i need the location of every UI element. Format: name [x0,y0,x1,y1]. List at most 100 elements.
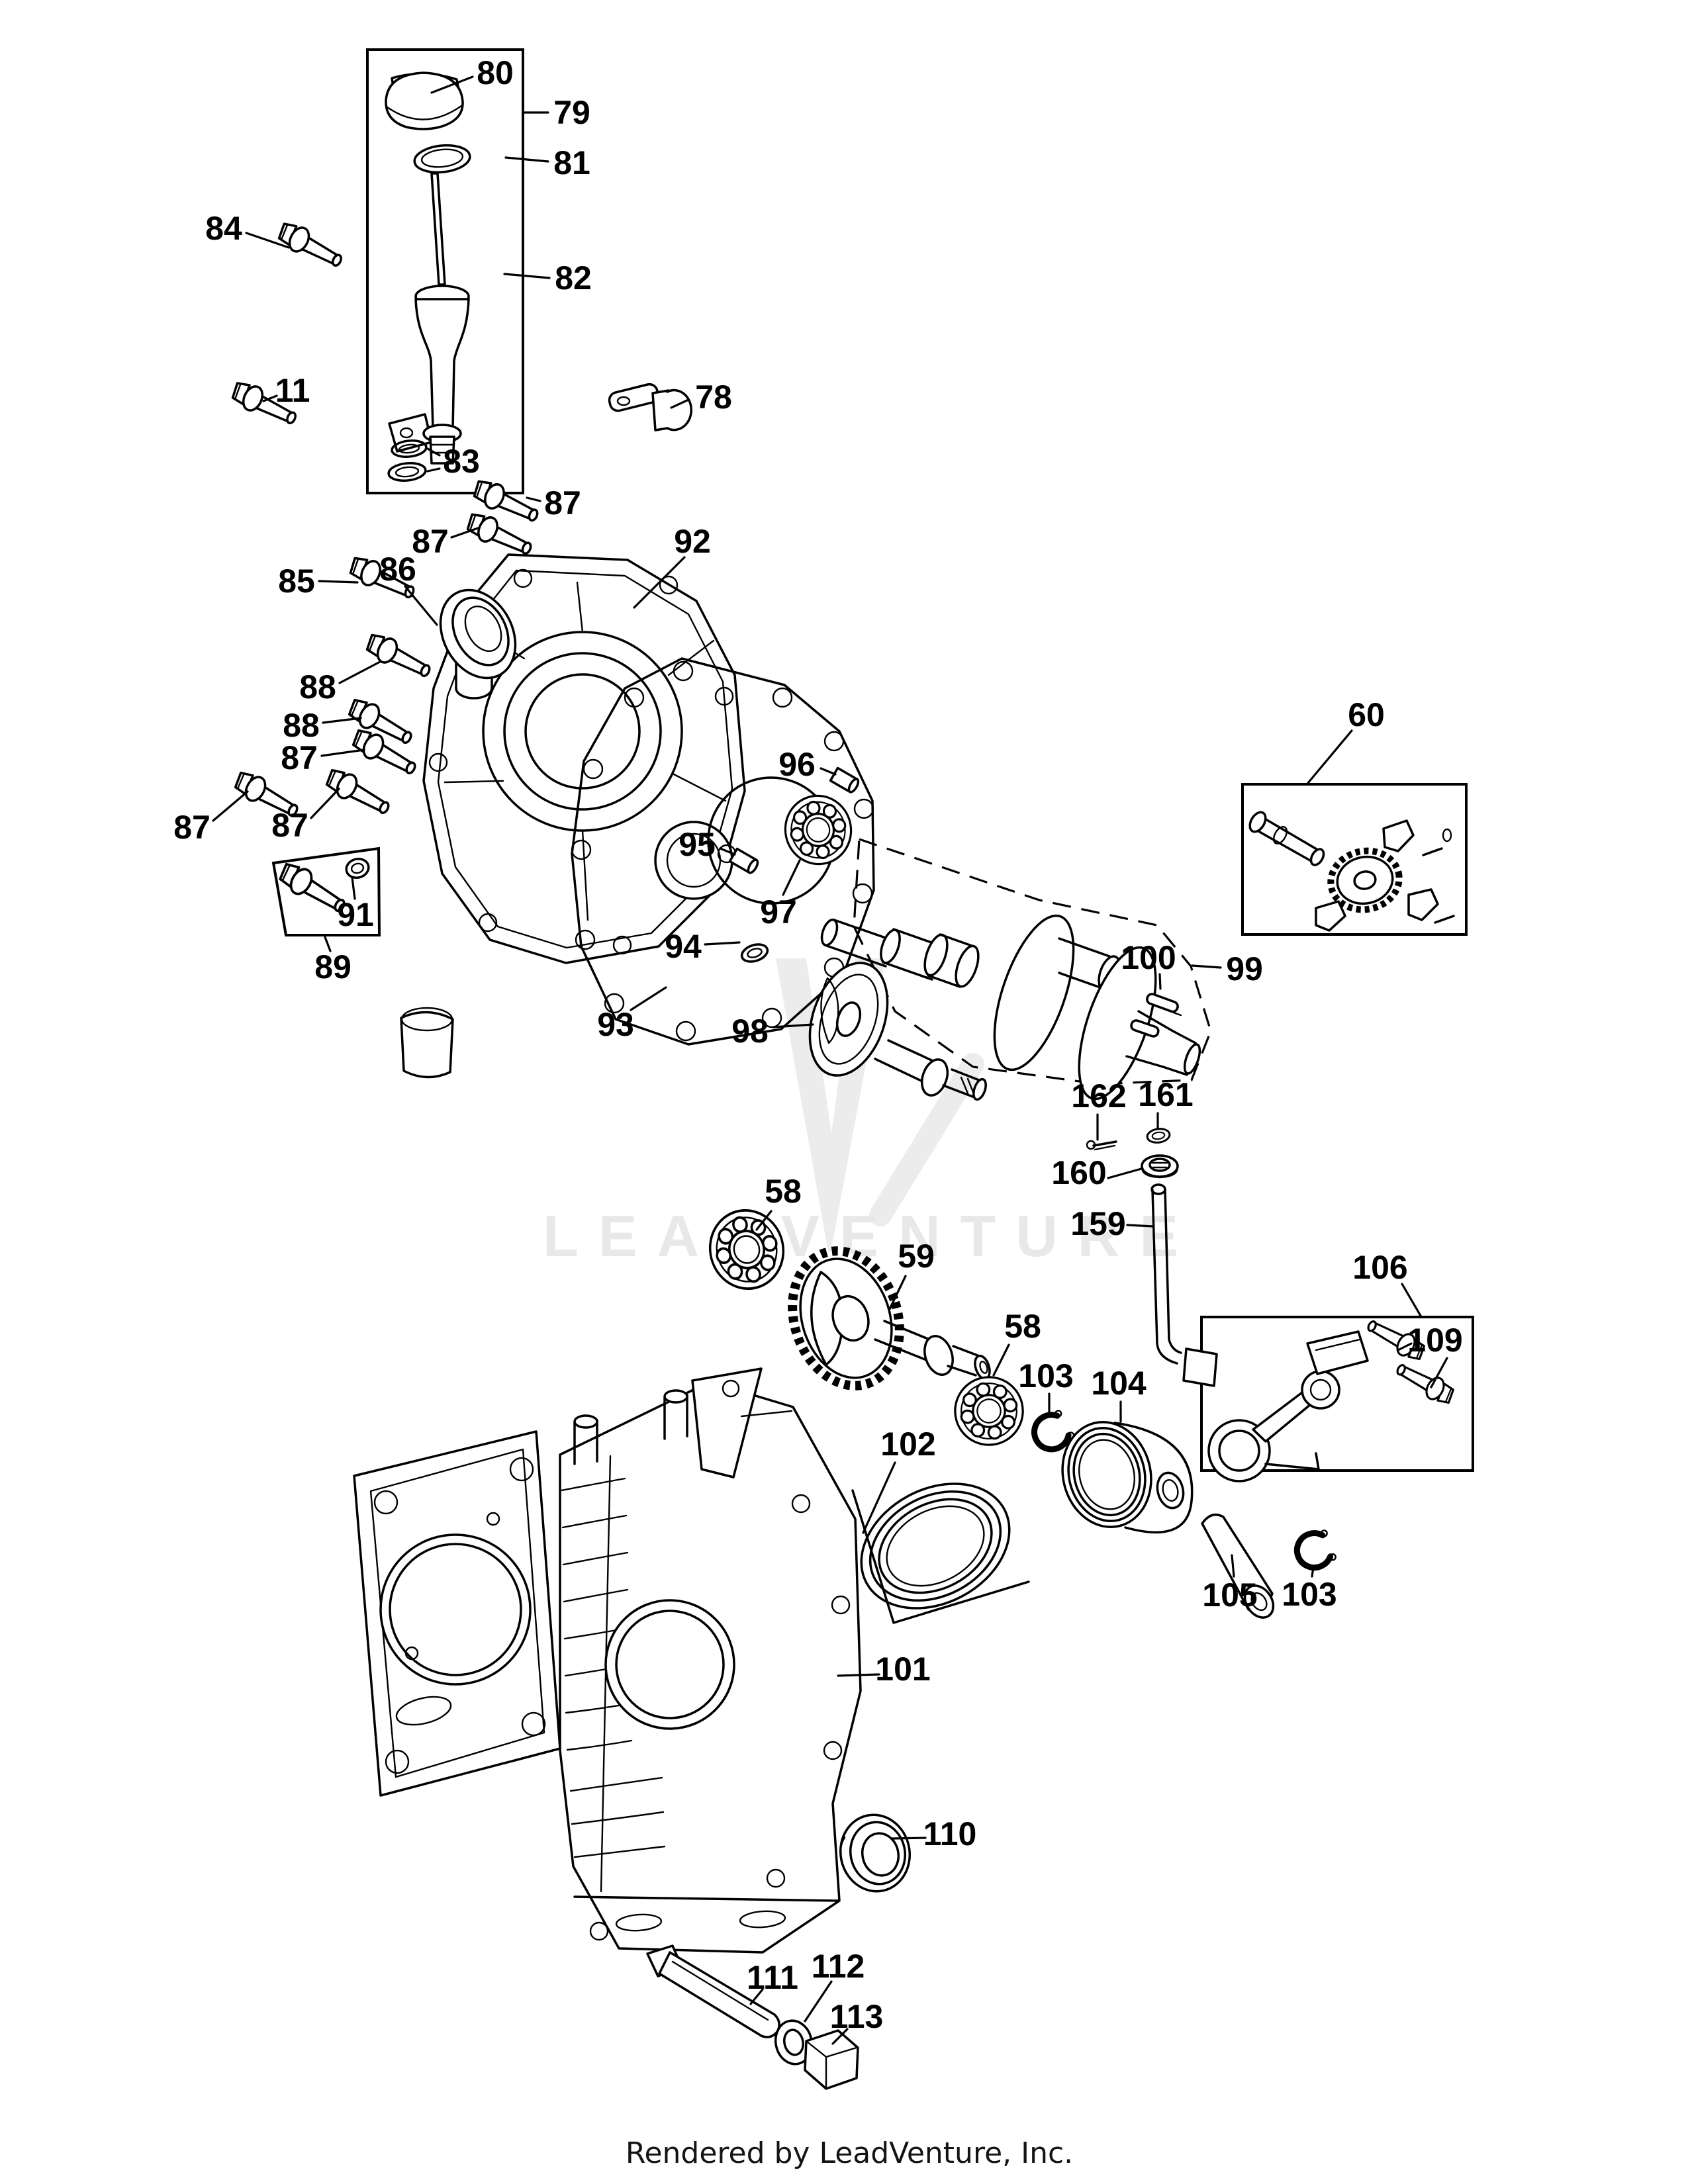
part-callout-84[interactable]: 84 [205,210,242,247]
part-callout-106[interactable]: 106 [1352,1249,1407,1286]
callout-leader-109 [1397,1342,1413,1351]
part-cotter-pin-162 [1086,1140,1117,1151]
part-callout-79[interactable]: 79 [553,94,590,131]
part-callout-103[interactable]: 103 [1018,1357,1073,1394]
part-governor-gear-assembly-60 [1248,811,1455,932]
callout-leader-103 [1311,1566,1315,1578]
part-dowel-pin-95 [728,847,761,876]
group-box-79-dipstick [366,48,524,494]
callout-leader-83 [426,467,441,473]
part-bolt-111 [646,1944,780,2038]
part-callout-83[interactable]: 83 [443,443,480,480]
part-oring-161 [1145,1126,1172,1145]
part-callout-96[interactable]: 96 [778,746,816,783]
part-callout-104[interactable]: 104 [1091,1365,1147,1402]
part-callout-99[interactable]: 99 [1226,950,1263,987]
part-callout-82[interactable]: 82 [555,259,592,296]
part-callout-85[interactable]: 85 [278,563,315,600]
part-callout-58[interactable]: 58 [1004,1308,1041,1345]
callout-leader-99 [1191,964,1222,969]
part-callout-88[interactable]: 88 [299,668,336,705]
callout-leader-111 [749,1988,764,2005]
callout-leader-60 [1307,729,1353,784]
footer-credit-text: Rendered by LeadVenture, Inc. [626,2136,1073,2170]
part-dowel-pin-96 [829,766,862,795]
part-callout-80[interactable]: 80 [477,54,514,91]
callout-leader-85 [318,580,359,584]
callout-leader-88 [338,660,381,684]
callout-leader-82 [503,273,551,279]
part-clamp-78 [608,383,692,432]
part-callout-109[interactable]: 109 [1407,1322,1462,1359]
part-governor-shaft-159 [1150,1183,1218,1387]
callout-leader-88 [322,717,362,724]
part-crankshaft-99 [820,914,1201,1101]
part-callout-112[interactable]: 112 [812,1948,865,1985]
part-callout-95[interactable]: 95 [679,826,716,863]
part-callout-87[interactable]: 87 [412,523,449,560]
part-oil-seal-86 [439,588,517,680]
part-callout-87[interactable]: 87 [281,739,318,776]
part-callout-101[interactable]: 101 [875,1651,930,1688]
callout-leader-160 [1107,1167,1143,1179]
part-callout-102[interactable]: 102 [880,1426,935,1463]
part-callout-92[interactable]: 92 [674,523,711,560]
part-callout-103[interactable]: 103 [1282,1576,1336,1613]
callout-leader-106 [1401,1283,1422,1317]
part-callout-87[interactable]: 87 [271,807,308,844]
part-callout-87[interactable]: 87 [544,484,581,522]
part-callout-97[interactable]: 97 [760,893,797,931]
part-callout-162[interactable]: 162 [1071,1077,1126,1115]
callout-leader-110 [891,1837,927,1840]
part-callout-87[interactable]: 87 [173,809,211,846]
callout-leader-113 [831,2028,849,2045]
part-callout-60[interactable]: 60 [1348,696,1385,733]
callout-leader-86 [404,585,438,626]
part-callout-161[interactable]: 161 [1138,1076,1193,1113]
callout-leader-84 [245,232,290,249]
part-callout-11[interactable]: 11 [275,372,310,409]
callout-leader-58 [992,1343,1010,1377]
part-callout-93[interactable]: 93 [597,1006,634,1043]
part-rod-bolt-109 [1391,1358,1458,1408]
callout-leader-102 [862,1461,896,1534]
part-callout-91[interactable]: 91 [337,896,374,933]
part-callout-160[interactable]: 160 [1051,1154,1106,1191]
part-callout-78[interactable]: 78 [695,379,732,416]
group-box-89-drain-plug [271,846,381,936]
part-piston-pin-105 [1201,1513,1275,1619]
callout-leader-112 [804,1980,833,2023]
callout-leader-80 [430,75,474,94]
callout-leader-96 [820,767,837,776]
part-callout-89[interactable]: 89 [314,948,352,985]
callout-leader-87 [310,788,340,819]
part-callout-159[interactable]: 159 [1070,1205,1125,1242]
callout-leader-94 [704,941,741,946]
part-camshaft-gear-59 [788,1246,991,1390]
callout-leader-98 [772,1023,814,1028]
part-callout-86[interactable]: 86 [379,551,416,588]
callout-leader-11 [262,394,278,402]
part-callout-94[interactable]: 94 [665,928,702,965]
part-callout-113[interactable]: 113 [830,1998,884,2035]
part-callout-58[interactable]: 58 [765,1173,802,1210]
part-callout-105[interactable]: 105 [1202,1576,1257,1614]
callout-leader-93 [630,986,667,1011]
part-callout-111[interactable]: 111 [747,1959,798,1996]
part-callout-59[interactable]: 59 [898,1238,935,1275]
part-callout-81[interactable]: 81 [553,144,590,181]
part-callout-98[interactable]: 98 [731,1013,769,1050]
part-bolt-87 [321,764,395,821]
callout-leader-81 [504,156,549,163]
callout-leader-87 [526,496,541,502]
part-drain-plug-89 [274,858,370,919]
part-piston-104 [1061,1421,1194,1534]
part-retaining-ring-103 [1292,1528,1337,1572]
group-box-60-governor [1241,783,1468,936]
part-cover-gasket-93 [571,657,875,1046]
part-callout-100[interactable]: 100 [1121,939,1176,976]
part-callout-110[interactable]: 110 [923,1815,977,1852]
part-callout-88[interactable]: 88 [283,707,320,744]
callout-leader-97 [782,859,801,896]
